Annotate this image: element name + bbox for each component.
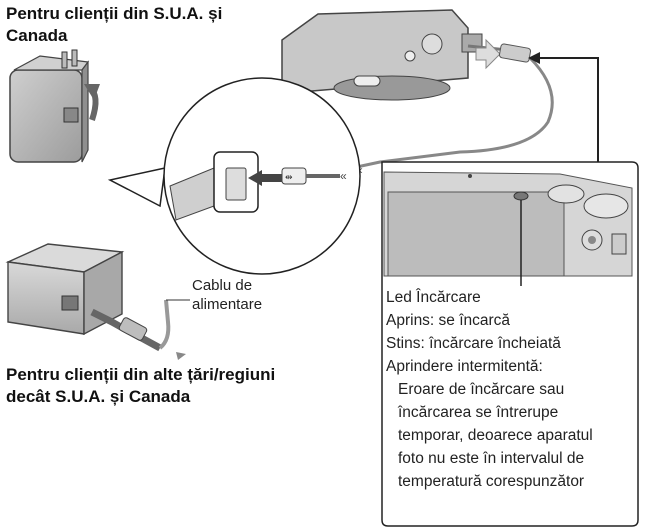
led-blinking-line: temporar, deoarece aparatul bbox=[398, 427, 593, 444]
led-on-text: Aprins: se încarcă bbox=[386, 312, 511, 329]
led-title: Led Încărcare bbox=[386, 289, 481, 306]
led-blinking-line: temperatură corespunzător bbox=[398, 473, 585, 490]
led-blinking-line: încărcarea se întrerupe bbox=[398, 404, 559, 421]
led-off-text: Stins: încărcare încheiată bbox=[386, 335, 561, 352]
us-ac-adapter bbox=[9, 49, 90, 163]
other-line2: decât S.U.A. și Canada bbox=[6, 387, 191, 406]
insert-arrow-icon bbox=[475, 38, 501, 70]
other-regions-caption: Pentru clienții din alte țări/regiuni de… bbox=[6, 364, 336, 408]
led-description: Led Încărcare Aprins: se încarcă Stins: … bbox=[386, 286, 644, 493]
power-cable bbox=[90, 299, 190, 360]
usb-symbol-icon: ⇹ bbox=[285, 172, 293, 182]
charge-led bbox=[513, 191, 529, 201]
us-canada-line2: Canada bbox=[6, 26, 68, 45]
cable-line1: Cablu de bbox=[192, 277, 253, 294]
led-blinking-line: foto nu este în intervalul de bbox=[398, 450, 585, 467]
us-canada-caption: Pentru clienții din S.U.A. și Canada bbox=[6, 3, 286, 47]
camera-top bbox=[281, 9, 483, 101]
us-canada-line1: Pentru clienții din S.U.A. și bbox=[6, 4, 223, 23]
svg-text:«: « bbox=[340, 169, 347, 183]
zoom-callout: ⇹ « bbox=[107, 77, 361, 275]
led-blinking-title: Aprindere intermitentă: bbox=[386, 358, 543, 375]
camera-back-panel bbox=[381, 161, 639, 527]
other-line1: Pentru clienții din alte țări/regiuni bbox=[6, 365, 276, 384]
cable-caption: Cablu de alimentare bbox=[192, 276, 262, 314]
eu-ac-adapter bbox=[5, 243, 125, 336]
led-blinking-line: Eroare de încărcare sau bbox=[398, 381, 565, 398]
cable-line2: alimentare bbox=[192, 296, 263, 313]
